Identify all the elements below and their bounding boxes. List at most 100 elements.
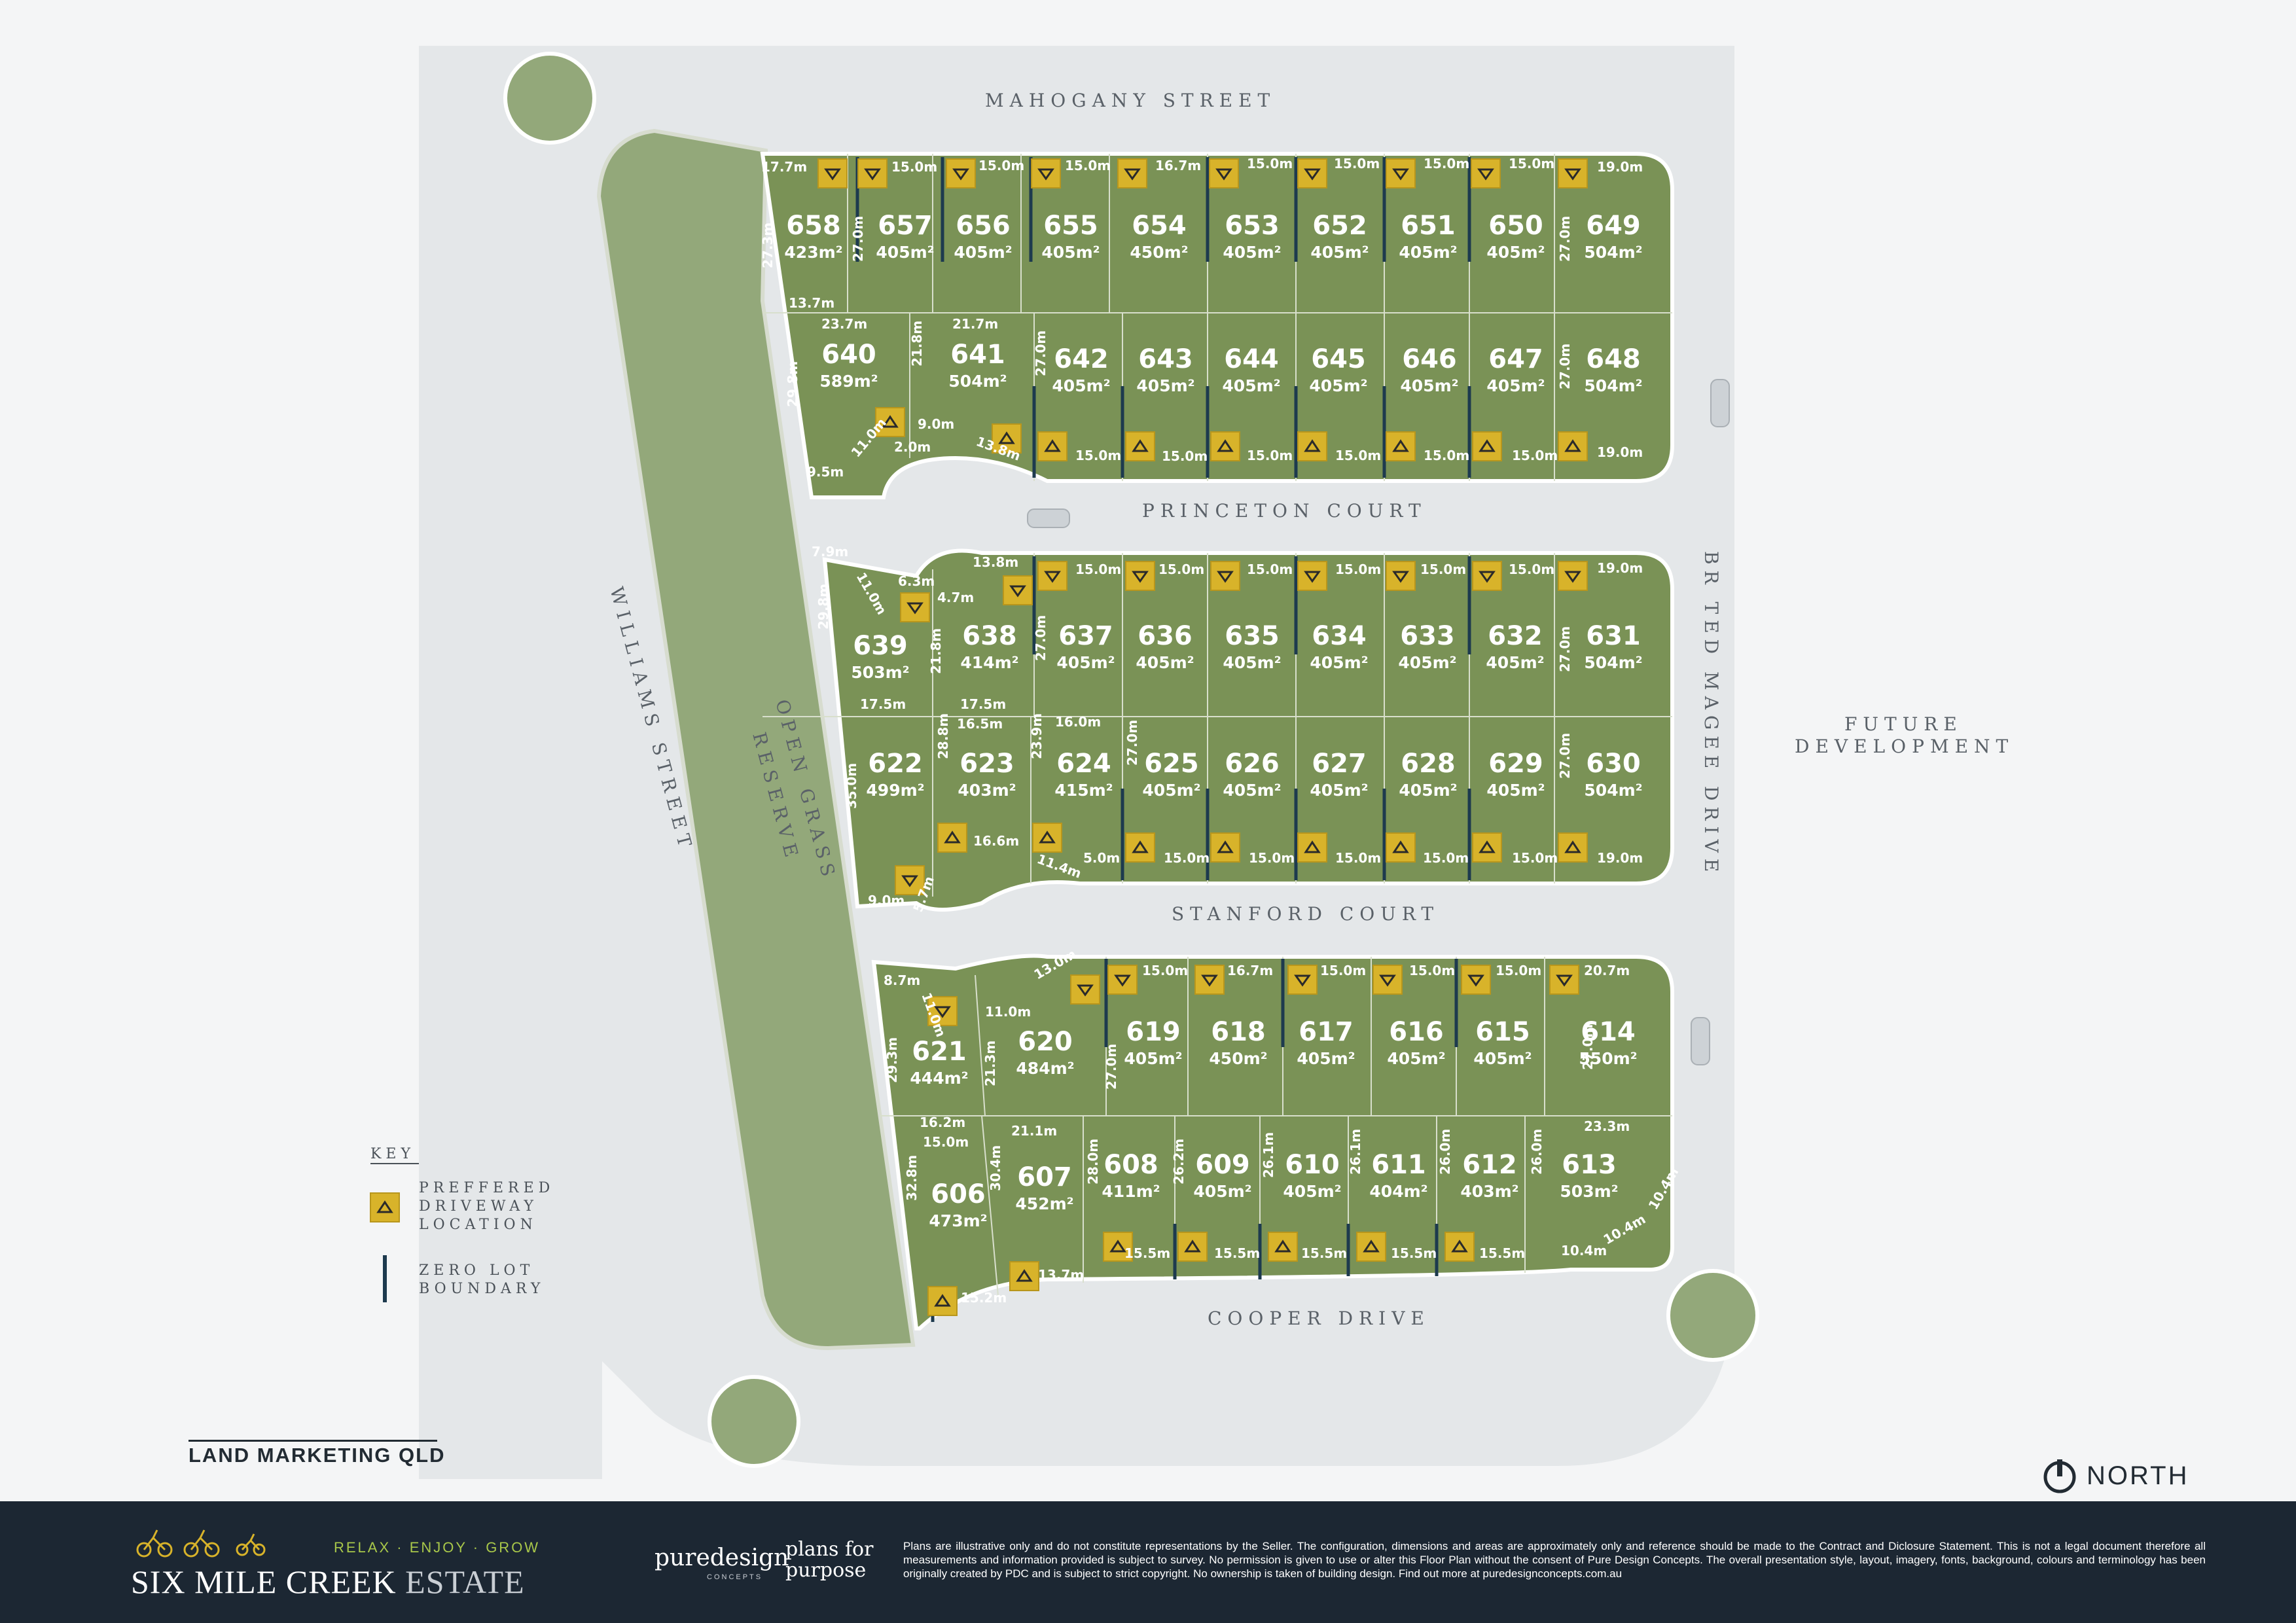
puredesign-logo: puredesign: [655, 1544, 789, 1571]
lot-number: 645: [1311, 344, 1366, 374]
dimension-label: 27.0m: [1124, 720, 1140, 766]
lot-area: 444m²: [910, 1069, 968, 1088]
estate-suffix: ESTATE: [405, 1563, 525, 1600]
mahogany-street-label: MAHOGANY STREET: [985, 90, 1276, 111]
lot-area: 452m²: [1015, 1194, 1073, 1213]
dimension-label: 15.0m: [1334, 156, 1380, 171]
dimension-label: 15.0m: [891, 159, 937, 175]
lot-number: 615: [1475, 1017, 1530, 1047]
lot-area: 450m²: [1130, 243, 1188, 262]
key-title: KEY: [370, 1146, 415, 1162]
lot-number: 624: [1056, 749, 1111, 779]
estate-logo: SIX MILE CREEK ESTATE: [131, 1563, 525, 1601]
north-label: NORTH: [2087, 1461, 2189, 1490]
dimension-label: 21.7m: [952, 316, 998, 332]
lot-area: 405m²: [876, 243, 934, 262]
lot-number: 647: [1488, 344, 1543, 374]
key-zero-lot-line2: BOUNDARY: [419, 1281, 545, 1297]
dimension-label: 15.0m: [1509, 156, 1554, 171]
dimension-label: 15.0m: [978, 158, 1024, 173]
lot-number: 608: [1103, 1150, 1158, 1180]
lot-number: 649: [1586, 211, 1641, 241]
lot-number: 630: [1586, 749, 1641, 779]
lot-area: 405m²: [1486, 781, 1545, 800]
lot-number: 612: [1462, 1150, 1517, 1180]
lot-number: 621: [912, 1037, 967, 1067]
lot-number: 653: [1225, 211, 1280, 241]
key-driveway-line1: PREFFERED: [419, 1180, 554, 1196]
car-icon: [1691, 1017, 1710, 1065]
dimension-label: 15.0m: [1075, 448, 1121, 463]
lot-area: 503m²: [1560, 1182, 1618, 1201]
dimension-label: 15.0m: [1423, 850, 1469, 866]
dimension-label: 21.3m: [982, 1041, 998, 1086]
dimension-label: 15.0m: [1512, 850, 1558, 866]
dimension-label: 27.0m: [1557, 344, 1573, 389]
lot-number: 642: [1054, 344, 1109, 374]
lot-area: 405m²: [1310, 243, 1369, 262]
north-arrow-icon: [2043, 1459, 2076, 1493]
dimension-label: 15.5m: [1124, 1245, 1170, 1261]
cyclists-logo-icon: [136, 1529, 266, 1558]
lot-621[interactable]: 621 444m²: [910, 1037, 968, 1088]
dimension-label: 15.0m: [1158, 562, 1204, 577]
lot-area: 403m²: [958, 781, 1016, 800]
dimension-label: 27.0m: [1580, 1024, 1596, 1070]
lot-number: 641: [950, 340, 1005, 370]
lot-number: 651: [1401, 211, 1456, 241]
dimension-label: 28.8m: [935, 713, 951, 759]
